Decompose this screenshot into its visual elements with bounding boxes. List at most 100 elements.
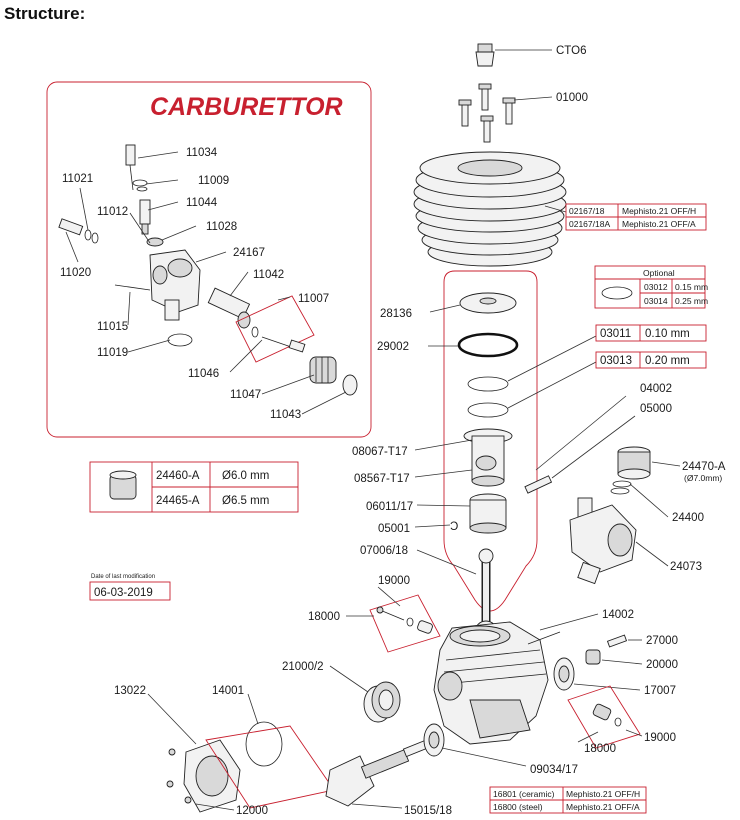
label-13022: 13022	[114, 685, 146, 697]
liner-08067-part	[463, 428, 513, 487]
label-24470-sub: (Ø7.0mm)	[684, 473, 722, 483]
crank-code-0: 16801 (ceramic)	[493, 789, 555, 799]
label-17007: 17007	[644, 685, 676, 697]
throttle-arm-11015-part	[114, 284, 151, 291]
shim-03011-code: 03011	[600, 328, 631, 340]
label-11042: 11042	[253, 269, 284, 281]
head-screws-01000-part	[458, 83, 516, 143]
inset-box-18000-lower	[567, 685, 641, 749]
carb-insert-24470-part	[617, 446, 651, 480]
head-code-1: 02167/18A	[569, 219, 610, 229]
spraybar-11044-part	[139, 199, 151, 235]
optional-shim-table: Optional 03012 0.15 mm 03014 0.25 mm	[594, 265, 708, 309]
exhaust-ring-21000-part	[363, 681, 401, 723]
shim-03011-value: 0.10 mm	[645, 328, 690, 340]
label-11020: 11020	[60, 267, 91, 279]
label-06011: 06011/17	[366, 501, 413, 513]
optional-value-1: 0.25 mm	[675, 296, 708, 306]
carburettor-title: CARBURETTOR	[150, 93, 343, 121]
crankshaft-variant-table: 16801 (ceramic) Mephisto.21 OFF/H 16800 …	[489, 786, 647, 814]
gasket-14002-part	[527, 631, 561, 645]
label-14002: 14002	[602, 609, 634, 621]
label-27000: 27000	[646, 635, 678, 647]
label-18000-left: 18000	[308, 611, 340, 623]
crank-desc-0: Mephisto.21 OFF/H	[566, 789, 640, 799]
label-19000-lower: 19000	[644, 732, 676, 744]
label-19000-top: 19000	[378, 575, 410, 587]
insert-code-0: 24460-A	[156, 470, 200, 482]
cooling-head-part	[413, 151, 567, 267]
insert-size-0: Ø6.0 mm	[222, 470, 269, 482]
idle-screw-11020-part	[58, 218, 99, 244]
nut-11028-part	[146, 237, 164, 247]
optional-title: Optional	[643, 268, 675, 278]
bearing-17007-part	[553, 657, 575, 691]
o-ring-11019-part	[167, 333, 193, 347]
label-24400: 24400	[672, 512, 704, 524]
carburettor-panel	[46, 81, 372, 438]
crankshaft-part	[325, 738, 432, 807]
insert-code-1: 24465-A	[156, 495, 200, 507]
screw-11046-part	[251, 326, 306, 353]
shim-03013-table: 03013 0.20 mm	[595, 351, 707, 369]
o-ring-11009-part	[132, 179, 148, 187]
bearing-09034-part	[423, 723, 445, 757]
label-09034: 09034/17	[530, 764, 578, 776]
label-24073: 24073	[670, 561, 702, 573]
wrist-pin-04002-part	[524, 475, 553, 494]
modification-date-box	[89, 581, 171, 601]
label-29002: 29002	[377, 341, 409, 353]
cap-11043-part	[342, 374, 358, 396]
backplate-13022-part	[166, 739, 241, 813]
crankcase-part	[433, 621, 549, 745]
label-cto6: CTO6	[556, 45, 586, 57]
insert-size-1: Ø6.5 mm	[222, 495, 269, 507]
shim-03011-part	[467, 376, 509, 392]
optional-code-0: 03012	[644, 282, 668, 292]
label-05000: 05000	[640, 403, 672, 415]
glow-plug-cto6-part	[475, 43, 495, 67]
nut-20000-part	[585, 649, 601, 665]
label-12000: 12000	[236, 805, 268, 817]
carb-insert-table: 24460-A Ø6.0 mm 24465-A Ø6.5 mm	[89, 461, 299, 513]
cylinder-stack-panel	[443, 270, 538, 612]
label-08067: 08067-T17	[352, 446, 408, 458]
label-15015: 15015/18	[404, 805, 452, 817]
label-11009: 11009	[198, 175, 229, 187]
label-14001: 14001	[212, 685, 244, 697]
label-04002: 04002	[640, 383, 672, 395]
label-01000: 01000	[556, 92, 588, 104]
head-variant-table: 02167/18 Mephisto.21 OFF/H 02167/18A Mep…	[565, 203, 707, 231]
label-24470: 24470-A	[682, 461, 726, 473]
carburettor-24073-part	[569, 497, 637, 585]
label-20000: 20000	[646, 659, 678, 671]
label-05001: 05001	[378, 523, 410, 535]
optional-code-1: 03014	[644, 296, 668, 306]
carburettor-body-24167-part	[149, 249, 201, 321]
head-code-0: 02167/18	[569, 206, 605, 216]
label-11046: 11046	[188, 368, 219, 380]
gasket-29002-part	[457, 332, 519, 358]
svg-text:Ͻ: Ͻ	[450, 521, 458, 533]
page-heading: Structure:	[4, 4, 85, 23]
o-ring-24400-part	[612, 480, 632, 488]
label-18000-lower: 18000	[584, 743, 616, 755]
optional-value-0: 0.15 mm	[675, 282, 708, 292]
label-28136: 28136	[380, 308, 412, 320]
crank-desc-1: Mephisto.21 OFF/A	[566, 802, 640, 812]
pin-18000-lower-part	[592, 703, 622, 727]
shim-03013-part	[467, 402, 509, 418]
rotor-11047-part	[309, 356, 337, 384]
crank-code-1: 16800 (steel)	[493, 802, 543, 812]
pin-18000-part	[376, 606, 433, 634]
modification-date: 06-03-2019	[94, 587, 153, 599]
shim-03011-table: 03011 0.10 mm	[595, 324, 707, 342]
label-11044: 11044	[186, 197, 218, 209]
label-11007: 11007	[298, 293, 329, 305]
label-11043: 11043	[270, 409, 301, 421]
label-08567: 08567-T17	[354, 473, 410, 485]
label-07006: 07006/18	[360, 545, 408, 557]
label-21000: 21000/2	[282, 661, 324, 673]
label-11021: 11021	[62, 173, 93, 185]
